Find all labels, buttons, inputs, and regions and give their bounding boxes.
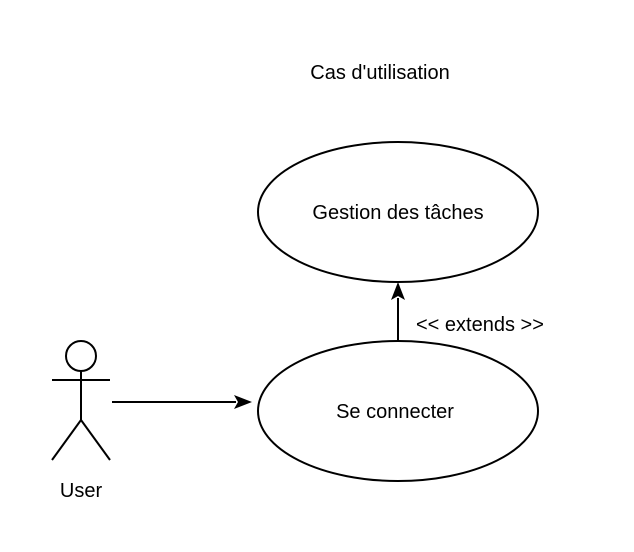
use-case-se-connecter[interactable]: Se connecter	[257, 340, 539, 482]
diagram-title: Cas d'utilisation	[310, 62, 449, 84]
use-case-label: Se connecter	[336, 401, 454, 423]
stick-figure-actor-icon	[51, 340, 111, 461]
extends-relationship[interactable]: << extends >>	[391, 282, 544, 341]
use-case-label: Gestion des tâches	[312, 202, 483, 224]
association-user-se-connecter[interactable]	[112, 395, 252, 409]
arrowhead-right-icon	[234, 395, 252, 409]
extends-label: << extends >>	[416, 314, 544, 336]
use-case-gestion-des-taches[interactable]: Gestion des tâches	[257, 141, 539, 283]
arrowhead-up-icon	[391, 282, 405, 300]
actor-user[interactable]: User	[51, 340, 111, 502]
actor-label: User	[60, 480, 103, 502]
